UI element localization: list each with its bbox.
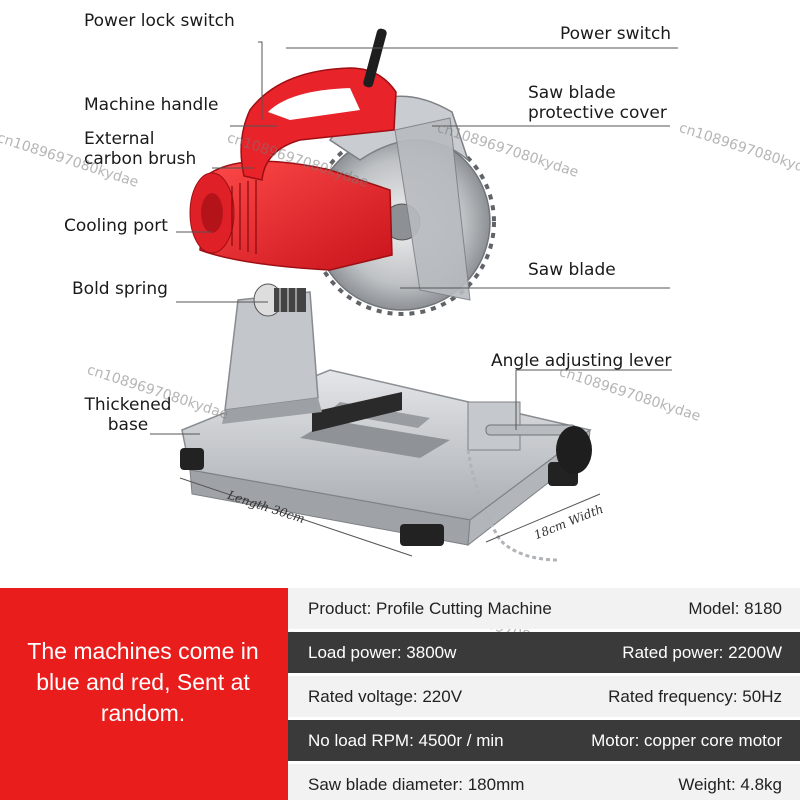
- spec-table: Product: Profile Cutting Machine Model: …: [288, 588, 800, 800]
- spec-row: Rated voltage: 220V Rated frequency: 50H…: [288, 676, 800, 717]
- label-base-line2: base: [107, 415, 149, 435]
- spec-right: Weight: 4.8kg: [678, 775, 782, 794]
- label-saw-blade: Saw blade: [528, 260, 616, 280]
- label-power-lock-switch: Power lock switch: [84, 11, 235, 31]
- spec-left: No load RPM: 4500r / min: [308, 731, 504, 750]
- bold-spring: [253, 283, 306, 317]
- label-blade-cover-line1: Saw blade: [528, 83, 616, 103]
- note-line: blue and red, Sent at: [36, 669, 250, 695]
- label-carbon-brush-line2: carbon brush: [84, 149, 197, 169]
- support-pillar: [222, 291, 322, 424]
- motor-housing: [189, 160, 393, 271]
- note-line: random.: [100, 700, 186, 726]
- spec-right: Rated power: 2200W: [622, 643, 782, 662]
- label-blade-cover-line2: protective cover: [528, 103, 667, 123]
- spec-left: Rated voltage: 220V: [308, 687, 463, 706]
- label-cooling-port: Cooling port: [64, 216, 168, 236]
- spec-row: No load RPM: 4500r / min Motor: copper c…: [288, 720, 800, 761]
- color-note-box: The machines come in blue and red, Sent …: [0, 588, 288, 800]
- spec-row: Load power: 3800w Rated power: 2200W: [288, 632, 800, 673]
- spec-right: Motor: copper core motor: [591, 731, 782, 750]
- spec-left: Saw blade diameter: 180mm: [308, 775, 525, 794]
- color-note-text: The machines come in blue and red, Sent …: [8, 636, 278, 729]
- vise-clamp: [312, 392, 592, 562]
- spec-right: Rated frequency: 50Hz: [608, 687, 782, 706]
- spec-row: Product: Profile Cutting Machine Model: …: [288, 588, 800, 629]
- note-line: The machines come in: [27, 638, 259, 664]
- cutting-machine-illustration: [150, 28, 678, 562]
- spec-right: Model: 8180: [688, 599, 782, 618]
- spec-left: Load power: 3800w: [308, 643, 457, 662]
- label-base-line1: Thickened: [84, 395, 172, 415]
- label-angle-lever: Angle adjusting lever: [491, 351, 672, 371]
- callout-lines: [150, 41, 678, 557]
- label-power-switch: Power switch: [560, 24, 672, 44]
- label-bold-spring: Bold spring: [72, 279, 168, 299]
- label-carbon-brush-line1: External: [84, 129, 155, 149]
- machine-handle: [240, 28, 397, 181]
- spec-row: Saw blade diameter: 180mm Weight: 4.8kg: [288, 764, 800, 800]
- label-machine-handle: Machine handle: [84, 95, 219, 115]
- spec-left: Product: Profile Cutting Machine: [308, 599, 552, 618]
